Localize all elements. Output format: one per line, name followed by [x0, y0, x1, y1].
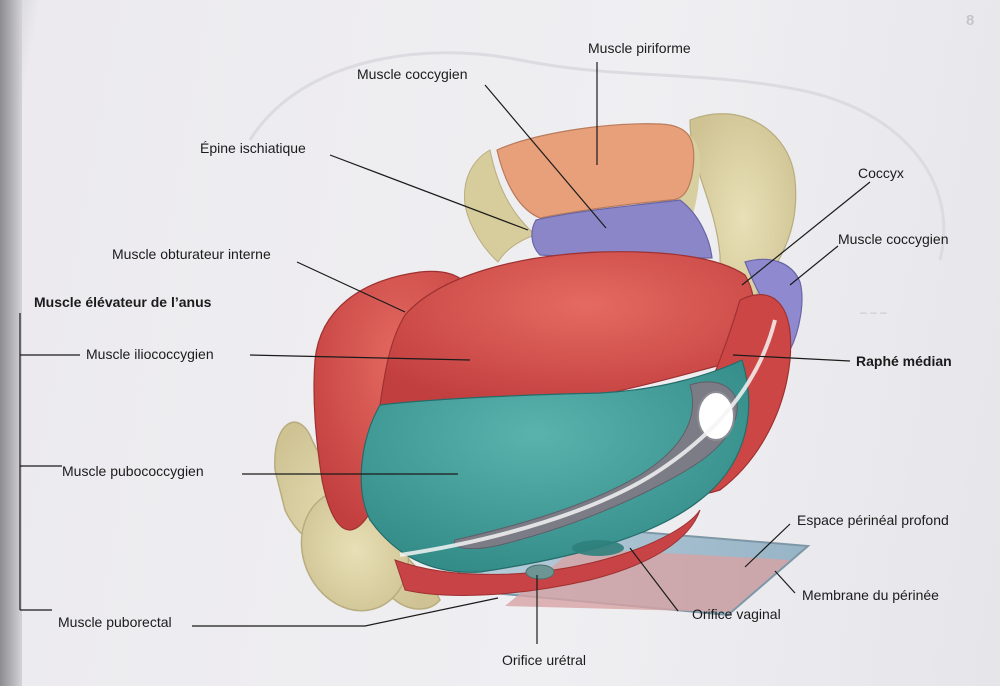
- label-muscle-obturateur-interne: Muscle obturateur interne: [112, 246, 271, 262]
- leader-espace: [744, 523, 791, 568]
- vaginal-orifice-opening: [697, 391, 735, 441]
- coccygeus-muscle-upper: [531, 199, 713, 259]
- label-coccyx: Coccyx: [858, 165, 904, 181]
- label-muscle-puborectal: Muscle puborectal: [58, 614, 172, 630]
- leader-puborectal-b: [364, 597, 499, 627]
- label-muscle-elevateur-anus: Muscle élévateur de l’anus: [34, 294, 212, 310]
- leader-obturateur: [296, 261, 406, 313]
- label-membrane-du-perinee: Membrane du périnée: [802, 587, 939, 603]
- leader-lines: [19, 62, 871, 644]
- ghost-outline: [248, 51, 946, 261]
- label-raphe-median: Raphé médian: [856, 353, 952, 369]
- ischial-spine-bone: [463, 149, 536, 263]
- label-epine-ischiatique: Épine ischiatique: [200, 140, 306, 156]
- label-orifice-uretral: Orifice urétral: [502, 652, 587, 668]
- leader-raphe: [732, 354, 851, 362]
- label-muscle-coccygien-top: Muscle coccygien: [357, 66, 468, 82]
- faint-text: ‒ ‒ ‒: [860, 305, 887, 319]
- label-muscle-piriforme: Muscle piriforme: [588, 40, 691, 56]
- urethral-orifice: [525, 564, 555, 580]
- label-muscle-coccygien-right: Muscle coccygien: [838, 231, 949, 247]
- leader-vaginal: [629, 547, 679, 612]
- book-spine-shadow: [0, 0, 22, 686]
- leader-coccygien-right: [789, 245, 839, 286]
- leader-membrane: [774, 570, 796, 594]
- label-muscle-pubococcygien: Muscle pubococcygien: [62, 463, 204, 479]
- deep-perineal-space: [505, 548, 790, 612]
- label-orifice-vaginal: Orifice vaginal: [692, 606, 781, 622]
- vaginal-canal: [572, 540, 624, 556]
- puborectalis-muscle: [394, 509, 701, 596]
- piriformis-muscle: [496, 123, 695, 219]
- label-espace-perineal-profond: Espace périnéal profond: [797, 512, 949, 528]
- leader-coccygien-top: [484, 84, 607, 229]
- page-number: 8: [966, 12, 975, 29]
- levator-edge-highlight: [399, 319, 777, 557]
- label-muscle-iliococcygien: Muscle iliococcygien: [86, 346, 214, 362]
- leader-epine: [329, 154, 529, 231]
- leader-coccyx: [741, 181, 871, 286]
- pubococcygeus-muscle: [360, 359, 750, 573]
- leader-iliococcygien: [249, 354, 471, 361]
